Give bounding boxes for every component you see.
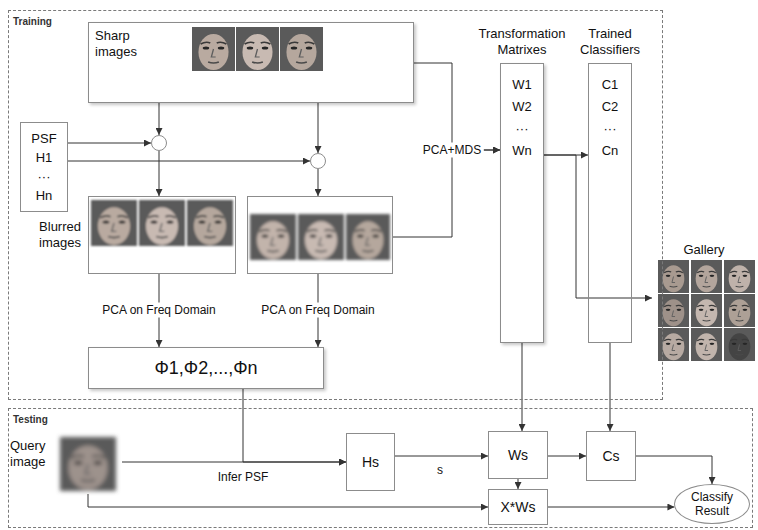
node-label: Gallery (652, 242, 756, 257)
label-anchor: Transformation Matrixes (479, 26, 566, 58)
face-photo (724, 260, 755, 293)
face-photo (724, 294, 755, 327)
node-label: Query image (10, 438, 45, 470)
process-box: X*Ws (488, 489, 548, 525)
blurred-faces (91, 200, 233, 246)
label-anchor: Blurred images (39, 219, 81, 251)
face-photo (187, 200, 233, 246)
image-box: Sharp images (88, 22, 414, 103)
edge-label: PCA on Freq Domain (99, 303, 218, 318)
junction-circle (151, 135, 167, 151)
sharp-faces (192, 27, 323, 71)
node-label: PSF H1 ··· Hn (31, 129, 56, 205)
connector (414, 63, 500, 150)
face-photo (250, 214, 296, 260)
query-group: Query image (10, 434, 122, 494)
connector (522, 343, 523, 431)
node-label: X*Ws (501, 499, 536, 515)
face-photo (724, 328, 755, 361)
image-box: Blurred images (88, 196, 236, 274)
process-box: Φ1,Φ2,...,Φn (88, 347, 324, 389)
connector (68, 161, 310, 162)
node-label: Transformation Matrixes (479, 26, 566, 58)
node-label: Cs (602, 448, 619, 464)
face-photo (60, 437, 116, 491)
node-label: W1 W2 ··· Wn (512, 74, 532, 162)
matrix-column: Transformation MatrixesW1 W2 ··· Wn (500, 63, 544, 343)
connector (610, 343, 611, 431)
testing-region: TestingQuery imageHs Ws CsX*Ws Classify Res… (8, 408, 753, 528)
face-photo (691, 294, 722, 327)
connector (88, 494, 488, 507)
node-label: Trained Classifiers (580, 26, 640, 58)
connector (68, 143, 151, 144)
face-photo (346, 214, 390, 260)
junction-circle (310, 153, 326, 169)
connector (395, 456, 488, 457)
gallery-group: Gallery (652, 240, 756, 364)
process-box: Cs (586, 431, 636, 481)
face-photo (192, 27, 235, 71)
face-photo (236, 27, 279, 71)
connector (159, 151, 160, 196)
edge-label: PCA+MDS (420, 143, 484, 158)
query-face (60, 437, 116, 491)
training-region: TrainingSharp imagesPSF H1 ··· Hn Blurred… (8, 10, 663, 400)
process-box: Ws (488, 431, 548, 479)
process-box: Hs (346, 433, 395, 491)
image-box (247, 196, 393, 274)
result-ellipse: Classify Result (674, 484, 750, 524)
edge-label: s (434, 463, 446, 478)
label-anchor: PCA+MDS (420, 143, 484, 158)
node-label: Sharp images (95, 28, 137, 60)
node-label: Ws (508, 447, 528, 463)
node-label: Training (9, 15, 56, 28)
classifier-column: Trained ClassifiersC1 C2 ··· Cn (588, 63, 632, 343)
psf-box: PSF H1 ··· Hn (20, 122, 68, 212)
label-anchor: Trained Classifiers (580, 26, 640, 58)
face-photo (691, 260, 722, 293)
label-anchor: PCA on Freq Domain (99, 303, 218, 318)
connector (636, 456, 712, 484)
connector (159, 103, 160, 135)
label-anchor: PCA on Freq Domain (258, 303, 377, 318)
connector (393, 150, 500, 237)
connector (318, 103, 319, 153)
label-anchor: Infer PSF (215, 470, 272, 485)
connector (518, 479, 519, 489)
face-photo (280, 27, 323, 71)
blurred-faces (250, 214, 390, 260)
label-anchor: s (434, 463, 446, 478)
node-label: Blurred images (39, 219, 81, 251)
face-photo (91, 200, 137, 246)
face-photo (298, 214, 344, 260)
connector (548, 507, 674, 508)
gallery-faces (658, 260, 755, 361)
node-label: Classify Result (691, 490, 733, 518)
face-photo (691, 328, 722, 361)
connector (318, 169, 319, 196)
face-photo (139, 200, 185, 246)
node-label: Φ1,Φ2,...,Φn (154, 358, 257, 379)
connector (548, 456, 586, 457)
node-label: Testing (9, 413, 52, 426)
node-label: C1 C2 ··· Cn (602, 74, 619, 162)
edge-label: PCA on Freq Domain (258, 303, 377, 318)
edge-label: Infer PSF (215, 470, 272, 485)
node-label: Hs (362, 454, 379, 470)
connector (544, 155, 652, 298)
